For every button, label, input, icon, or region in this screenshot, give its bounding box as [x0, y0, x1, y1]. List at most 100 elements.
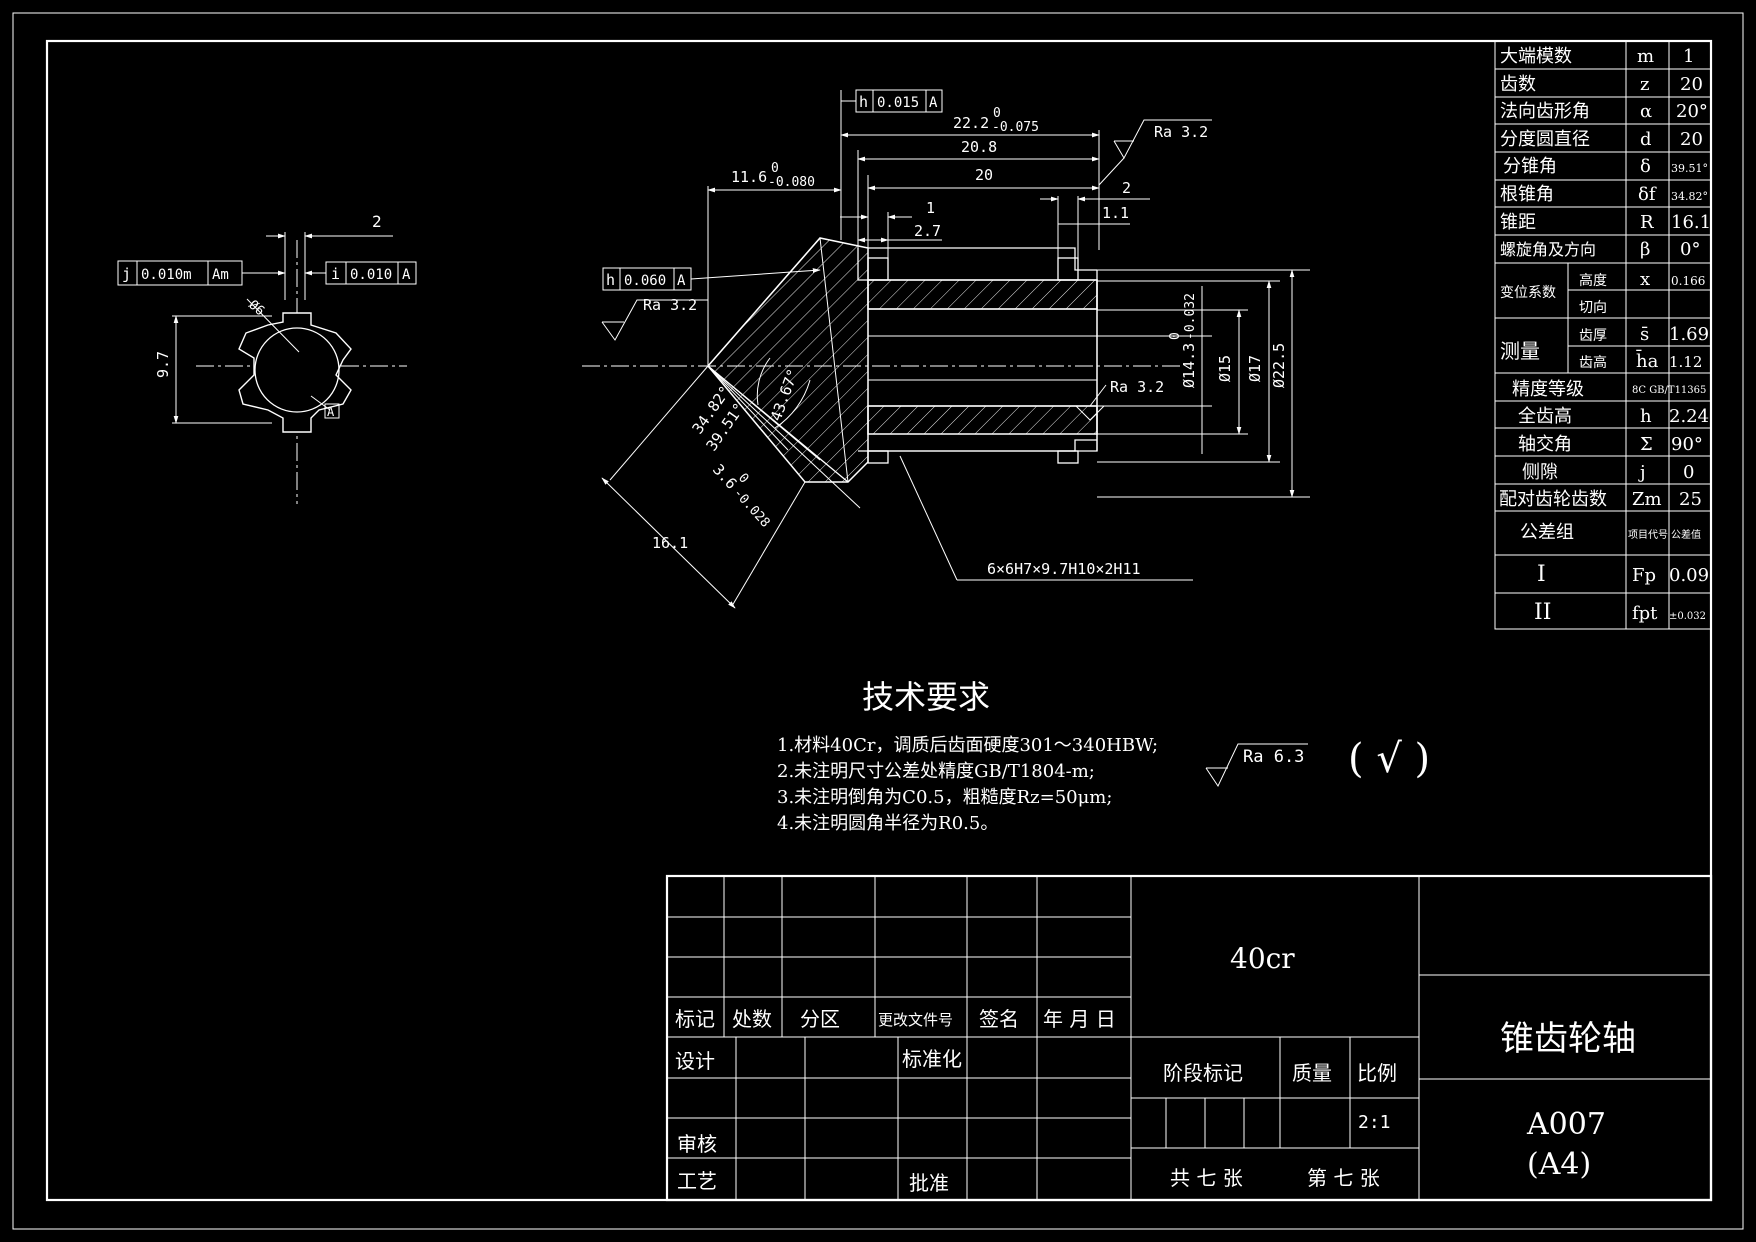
param-sym-8: x: [1640, 269, 1650, 290]
diameter-dimensions: Ø22.5 Ø17 Ø15 Ø14.3 0 -0.032: [1097, 269, 1310, 498]
param-name-3: 分度圆直径: [1500, 129, 1590, 150]
param-val-15: 0: [1683, 462, 1694, 483]
material: 40cr: [1230, 942, 1295, 975]
dim-16-1: 16.1: [652, 534, 688, 552]
runout-tolerance-main: h 0.015 A: [840, 89, 943, 113]
param-val-18: 0.09: [1669, 565, 1709, 586]
drawing-number: A007: [1526, 1107, 1606, 1142]
param-name-6: 锥距: [1500, 212, 1536, 233]
sym-right-sym: i: [331, 265, 340, 283]
parameter-table: 大端模数 m 1 齿数 z 20 法向齿形角 α 20° 分度圆直径 d 20 …: [1494, 40, 1712, 630]
col-doc: 更改文件号: [878, 1011, 953, 1029]
param-sym-10: s̄: [1640, 324, 1649, 345]
runout-left-datum: A: [677, 273, 686, 289]
dim-3-6-lower: -0.028: [730, 486, 773, 531]
param-name-17: 公差组: [1520, 522, 1574, 543]
param-sym-16: Zm: [1632, 489, 1662, 510]
param-val-14: 90°: [1671, 434, 1703, 455]
param-sym-2: α: [1640, 101, 1652, 122]
ra-top: Ra 3.2: [1154, 123, 1208, 141]
param-val-0: 1: [1683, 46, 1694, 67]
sym-tolerance-left: j 0.010m Am: [117, 260, 286, 286]
spline-callout: 6×6H7×9.7H10×2H11: [899, 455, 1193, 581]
tech-requirements: 技术要求 1.材料40Cr，调质后齿面硬度301～340HBW; 2.未注明尺寸…: [777, 678, 1158, 834]
label-process: 工艺: [677, 1169, 717, 1193]
dim-3-6-upper: 0: [735, 471, 751, 487]
tech-item-3: 3.未注明倒角为C0.5，粗糙度Rz=50μm;: [777, 787, 1112, 808]
dim-3-6: 3.6: [709, 461, 741, 493]
part-name: 锥齿轮轴: [1500, 1019, 1636, 1059]
param-sym-17: 项目代号: [1628, 529, 1668, 541]
param-name-5: 根锥角: [1500, 184, 1554, 205]
dim-11-6-upper: 0: [771, 161, 779, 176]
roughness-left: Ra 3.2: [601, 296, 709, 366]
check-mark: ( √ ): [1348, 736, 1430, 782]
param-sub-8: 高度: [1579, 272, 1607, 289]
dim-11-6-lower: -0.080: [768, 175, 815, 190]
main-view: [582, 237, 1180, 607]
param-sym-1: z: [1640, 74, 1649, 95]
param-val-5: 34.82°: [1671, 190, 1708, 203]
param-sym-14: Σ: [1640, 434, 1653, 455]
param-val-6: 16.1: [1671, 212, 1711, 233]
param-val-16: 25: [1679, 489, 1702, 510]
param-sym-12: 8C GB/T11365: [1632, 385, 1706, 396]
sym-right-datum: A: [402, 267, 411, 283]
label-standard: 标准化: [902, 1047, 962, 1071]
roughness-bore: Ra 3.2: [1074, 378, 1164, 421]
dim-11-6: 11.6: [731, 168, 767, 186]
param-name-15: 侧隙: [1522, 462, 1558, 483]
param-name-7: 螺旋角及方向: [1500, 240, 1596, 259]
param-val-10: 1.69: [1669, 324, 1709, 345]
sym-left-val: 0.010m: [141, 267, 192, 283]
param-sym-19: fpt: [1632, 603, 1658, 624]
col-mark: 标记: [675, 1007, 715, 1031]
param-sym-5: δf: [1638, 184, 1657, 205]
param-val-7: 0°: [1680, 239, 1700, 260]
dim-22-2-upper: 0: [993, 106, 1001, 121]
param-name-12: 精度等级: [1512, 379, 1584, 400]
tech-item-2: 2.未注明尺寸公差处精度GB/T1804-m;: [777, 761, 1095, 782]
param-name-14: 轴交角: [1518, 434, 1572, 455]
dim-phi14-3-upper: 0: [1168, 332, 1183, 340]
param-sym-13: h: [1640, 406, 1652, 427]
param-val-17: 公差值: [1671, 528, 1701, 541]
scale-value: 2:1: [1358, 1112, 1391, 1133]
label-approve: 批准: [909, 1171, 949, 1195]
ra-bore: Ra 3.2: [1110, 378, 1164, 396]
param-val-13: 2.24: [1669, 406, 1709, 427]
sym-tolerance-right: i 0.010 A: [304, 261, 417, 285]
spline-spec: 6×6H7×9.7H10×2H11: [987, 560, 1141, 578]
runout-main-sym: h: [859, 93, 868, 111]
runout-main-datum: A: [929, 95, 938, 111]
runout-main-val: 0.015: [877, 95, 919, 111]
param-sub-10: 齿厚: [1579, 328, 1607, 344]
dim-side-2: 2: [372, 212, 382, 231]
dim-22-2: 22.2: [953, 114, 989, 132]
dim-1: 1: [926, 199, 935, 217]
ra-general: Ra 6.3: [1243, 747, 1304, 767]
runout-left-sym: h: [606, 271, 615, 289]
param-val-2: 20°: [1676, 101, 1708, 122]
param-val-8: 0.166: [1671, 274, 1705, 288]
outer-frame: [12, 12, 1744, 1230]
param-name-0: 大端模数: [1500, 46, 1572, 67]
param-val-11: 1.12: [1669, 353, 1702, 371]
dim-phi14-3-lower: -0.032: [1183, 293, 1198, 340]
runout-tolerance-left: h 0.060 A: [602, 267, 821, 291]
param-sub-9: 切向: [1579, 300, 1607, 316]
dim-phi22-5: Ø22.5: [1270, 343, 1288, 388]
param-sym-3: d: [1640, 129, 1652, 150]
label-review: 审核: [677, 1132, 717, 1156]
dim-22-2-lower: -0.075: [992, 120, 1039, 135]
dim-phi14-3: Ø14.3: [1180, 343, 1198, 388]
param-sym-11: h̄a: [1635, 348, 1658, 372]
title-block: 标记 处数 分区 更改文件号 签名 年 月 日 设计 标准化 审核 工艺 批准 …: [665, 874, 1713, 1202]
col-zone: 分区: [800, 1007, 840, 1031]
param-name-2: 法向齿形角: [1500, 101, 1590, 122]
dim-1-1: 1.1: [1102, 204, 1129, 222]
param-sym-15: j: [1638, 462, 1646, 483]
param-name-13: 全齿高: [1518, 406, 1572, 427]
param-sym-18: Fp: [1632, 565, 1656, 586]
param-val-1: 20: [1680, 74, 1703, 95]
